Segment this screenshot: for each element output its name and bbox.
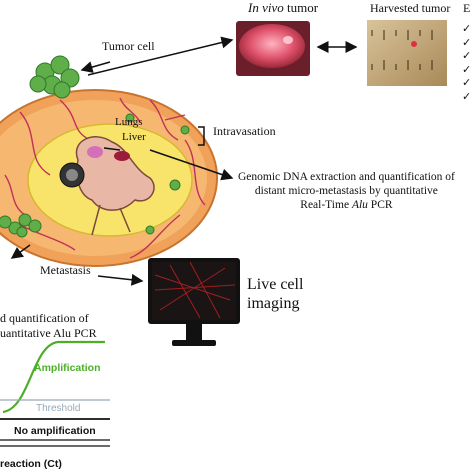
lungs-organ xyxy=(87,146,103,158)
liver-organ xyxy=(114,151,130,161)
check-icon: ✓ xyxy=(462,62,472,76)
lungs-label: Lungs xyxy=(115,116,143,128)
in-vivo-label: In vivo tumor xyxy=(248,0,319,15)
checkmark-list: ✓ ✓ ✓ ✓ ✓ ✓ xyxy=(462,22,471,103)
check-icon: ✓ xyxy=(462,35,472,49)
pcr-plot xyxy=(0,340,110,447)
monitor-icon xyxy=(148,258,240,346)
metastasis-label: Metastasis xyxy=(40,263,91,277)
mouse-cross-section xyxy=(0,55,218,267)
amplification-label: Amplification xyxy=(34,362,101,374)
liver-label: Liver xyxy=(122,131,146,143)
quantification-text: d quantification of uantitative Alu PCR xyxy=(0,311,97,340)
tumor-cells xyxy=(0,55,190,238)
harvested-tumor-photo xyxy=(367,20,447,86)
intravasation-label: Intravasation xyxy=(213,124,276,138)
amplification-curve xyxy=(2,340,105,414)
arrows xyxy=(10,36,358,286)
check-icon: ✓ xyxy=(462,76,472,89)
check-icon: ✓ xyxy=(462,22,472,35)
check-icon: ✓ xyxy=(462,49,472,62)
in-vivo-tumor-photo xyxy=(236,21,310,76)
edge-letter: E xyxy=(463,1,471,15)
tumor-cell-label: Tumor cell xyxy=(102,39,155,53)
x-axis-label: reaction (Ct) xyxy=(0,458,62,470)
harvested-label: Harvested tumor xyxy=(370,1,451,15)
genomic-dna-text: Genomic DNA extraction and quantificatio… xyxy=(238,171,455,211)
blood-vessels xyxy=(4,97,206,259)
live-cell-imaging-label: Live cell imaging xyxy=(247,276,304,312)
threshold-label: Threshold xyxy=(36,403,81,414)
check-icon: ✓ xyxy=(462,89,472,103)
no-amplification-label: No amplification xyxy=(14,425,96,437)
